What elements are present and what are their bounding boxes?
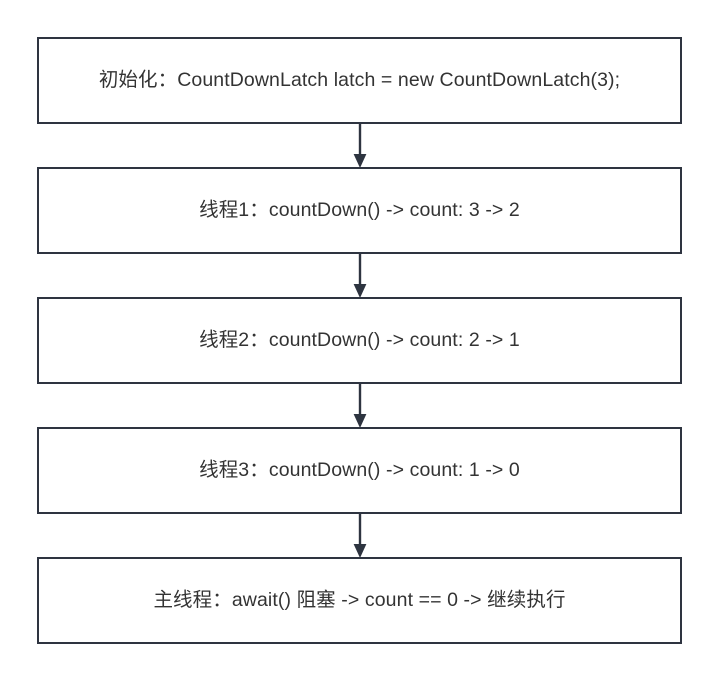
flow-node-thread2: 线程2：countDown() -> count: 2 -> 1 [37,297,682,384]
arrow-down-icon-3 [347,384,373,429]
flow-node-thread3: 线程3：countDown() -> count: 1 -> 0 [37,427,682,514]
arrow-down-icon-2 [347,254,373,299]
flow-node-thread1-label: 线程1：countDown() -> count: 3 -> 2 [199,199,520,222]
flow-node-init-label: 初始化：CountDownLatch latch = new CountDown… [98,69,621,92]
arrow-down-icon-4 [347,514,373,559]
flow-node-thread3-label: 线程3：countDown() -> count: 1 -> 0 [199,459,520,482]
flow-node-init: 初始化：CountDownLatch latch = new CountDown… [37,37,682,124]
flow-node-main-label: 主线程：await() 阻塞 -> count == 0 -> 继续执行 [153,589,566,612]
arrow-down-icon-1 [347,124,373,169]
flow-node-thread1: 线程1：countDown() -> count: 3 -> 2 [37,167,682,254]
flow-node-main: 主线程：await() 阻塞 -> count == 0 -> 继续执行 [37,557,682,644]
flow-node-thread2-label: 线程2：countDown() -> count: 2 -> 1 [199,329,520,352]
